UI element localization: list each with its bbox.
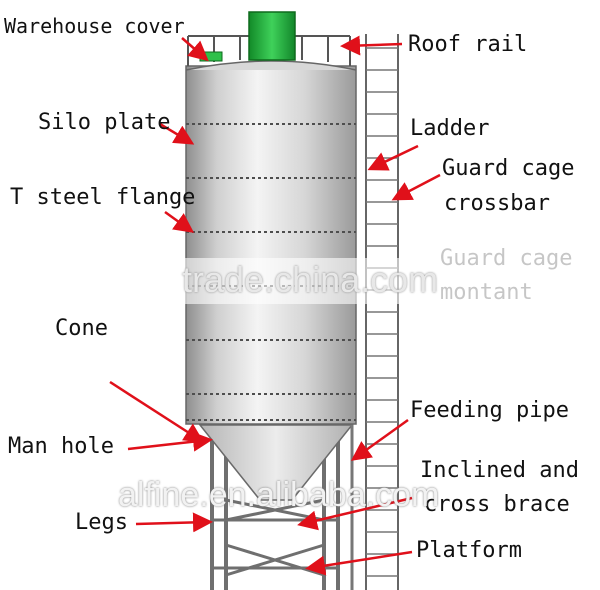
label-legs: Legs [75,510,128,535]
arrow-cone [109,380,205,443]
arrow-silo-plate [159,122,195,145]
arrow-guard-cage-crossbar [391,173,441,201]
label-guard-cage-montant-2: montant [440,280,533,305]
label-ladder: Ladder [410,116,490,141]
arrow-feeding-pipe [350,418,409,461]
label-t-steel-flange: T steel flange [10,185,196,210]
label-feeding-pipe: Feeding pipe [410,398,569,423]
silo-body [185,65,357,425]
arrow-ladder [367,144,419,171]
label-silo-plate: Silo plate [38,110,171,135]
warehouse-cover [248,11,296,61]
arrow-platform [305,550,413,576]
silo-cone [198,424,354,501]
arrow-t-steel-flange [164,210,195,233]
watermark-band [0,258,600,304]
arrow-roof-rail [340,35,403,56]
label-platform: Platform [416,538,522,563]
watermark-center: trade.china.com [182,259,439,300]
arrow-warehouse-cover [181,37,209,62]
callout-arrows [109,35,441,576]
label-guard-cage-crossbar-2: crossbar [444,191,550,216]
label-roof-rail: Roof rail [408,32,528,57]
label-guard-cage-montant-1: Guard cage [440,246,573,271]
label-inclined-2: cross brace [424,492,570,517]
label-cone: Cone [55,316,108,341]
arrow-inclined-brace [297,496,413,531]
label-man-hole: Man hole [8,434,114,459]
label-guard-cage-crossbar-1: Guard cage [442,156,575,181]
arrow-man-hole [127,431,213,452]
label-inclined-1: Inclined and [420,458,579,483]
arrow-legs [135,512,213,533]
watermark-bottom: alfine.en.alibaba.com [118,476,440,514]
silo-roof [185,60,357,71]
label-warehouse-cover: Warehouse cover [4,14,185,38]
